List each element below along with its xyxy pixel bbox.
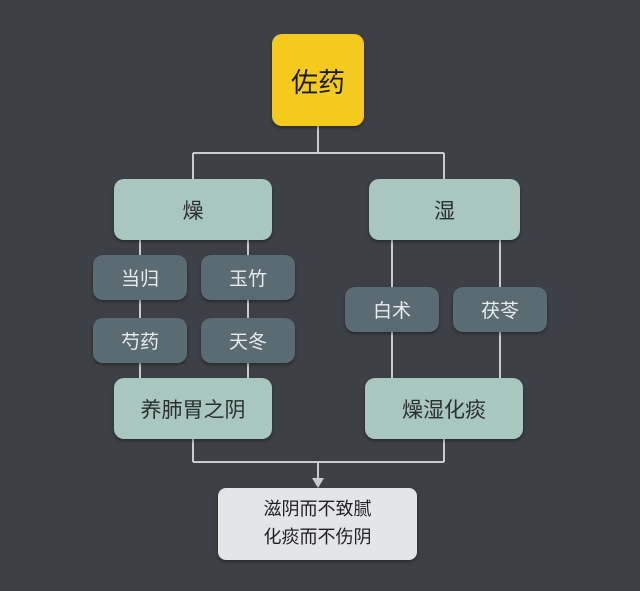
herb-label: 白术 [372,300,411,322]
outcome-damp-label: 燥湿化痰 [402,397,486,422]
herb-label: 茯苓 [480,300,519,322]
branch-dry-label: 燥 [182,198,204,223]
herb-label: 天冬 [228,331,267,353]
branch-damp-label: 湿 [434,198,455,223]
outcome-dry-label: 养肺胃之阴 [140,397,246,422]
herb-node: 玉竹 [201,255,295,300]
branch-dry-node: 燥 [114,179,272,240]
herb-label: 芍药 [120,331,159,353]
result-node: 滋阴而不致腻 化痰而不伤阴 [218,488,417,560]
herb-node: 当归 [93,255,187,300]
herb-label: 当归 [120,268,159,290]
result-line-1: 滋阴而不致腻 [263,499,372,520]
herb-node: 天冬 [201,318,295,363]
arrow-head [312,478,324,488]
outcome-dry-node: 养肺胃之阴 [114,378,272,439]
root-label: 佐药 [291,67,345,99]
herb-node: 芍药 [93,318,187,363]
herb-node: 茯苓 [453,287,547,332]
outcome-damp-node: 燥湿化痰 [365,378,523,439]
root-node: 佐药 [272,34,364,126]
herb-label: 玉竹 [228,268,267,290]
herb-node: 白术 [345,287,439,332]
branch-damp-node: 湿 [369,179,520,240]
result-line-2: 化痰而不伤阴 [263,527,372,548]
